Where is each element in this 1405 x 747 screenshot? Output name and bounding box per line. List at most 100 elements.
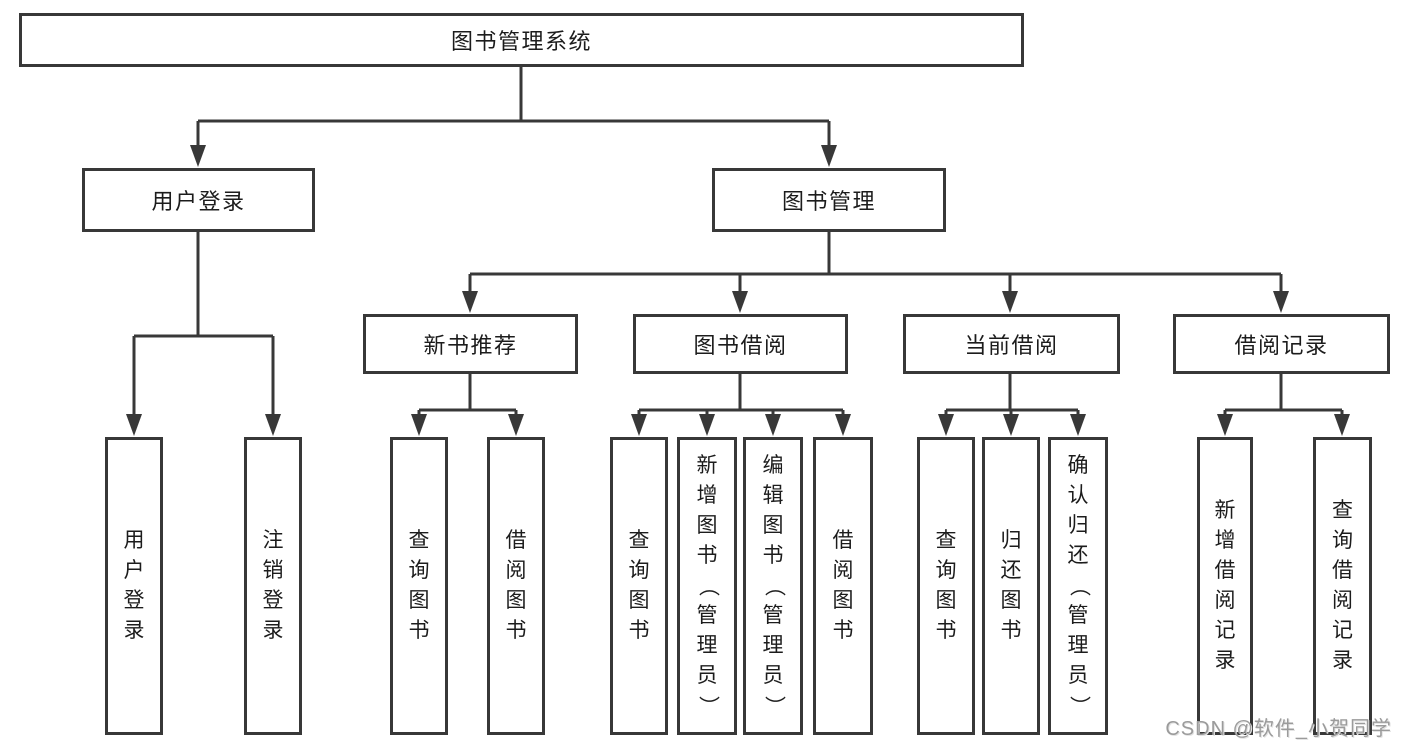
leaf-current-query-book: 查询图书 bbox=[917, 437, 975, 735]
leaf-recommend-query-book: 查询图书 bbox=[390, 437, 448, 735]
watermark: CSDN @软件_小贺同学 bbox=[1165, 718, 1392, 740]
vertical-char: 增 bbox=[696, 484, 718, 507]
vertical-char: 记 bbox=[1332, 619, 1353, 642]
node-label: 用户登录 bbox=[151, 189, 246, 214]
vertical-char: 理 bbox=[762, 634, 784, 657]
vertical-char: 阅 bbox=[1214, 589, 1236, 612]
arrow-icon bbox=[462, 291, 478, 313]
node-label: 归还图书 bbox=[985, 440, 1037, 732]
leaf-recommend-borrow-book: 借阅图书 bbox=[487, 437, 545, 735]
vertical-char: 编 bbox=[762, 454, 784, 477]
vertical-char: 书 bbox=[628, 619, 650, 642]
vertical-char: 图 bbox=[505, 589, 527, 612]
node-borrow-records: 借阅记录 bbox=[1173, 314, 1390, 374]
arrow-icon bbox=[821, 145, 837, 167]
node-label: 新增图书（管理员） bbox=[680, 440, 734, 732]
arrow-icon bbox=[765, 414, 781, 436]
arrow-icon bbox=[190, 145, 206, 167]
vertical-char: 图 bbox=[696, 514, 718, 537]
vertical-char: （ bbox=[696, 575, 719, 597]
leaf-borrow-query-book: 查询图书 bbox=[610, 437, 668, 735]
vertical-char: 书 bbox=[505, 619, 527, 642]
node-label: 图书借阅 bbox=[693, 333, 788, 358]
node-book-borrow: 图书借阅 bbox=[633, 314, 848, 374]
node-label: 确认归还（管理员） bbox=[1051, 440, 1105, 732]
arrow-icon bbox=[1003, 414, 1019, 436]
arrowheads bbox=[126, 145, 1350, 436]
vertical-char: 管 bbox=[696, 604, 718, 627]
node-label: 借阅图书 bbox=[490, 440, 542, 732]
arrow-icon bbox=[1002, 291, 1018, 313]
arrow-icon bbox=[732, 291, 748, 313]
leaf-logout: 注销登录 bbox=[244, 437, 302, 735]
arrow-icon bbox=[835, 414, 851, 436]
vertical-char: 管 bbox=[1067, 604, 1089, 627]
node-label: 查询借阅记录 bbox=[1316, 440, 1369, 732]
arrow-icon bbox=[265, 414, 281, 436]
vertical-char: 理 bbox=[1067, 634, 1089, 657]
vertical-char: 借 bbox=[1332, 559, 1353, 582]
node-new-book-recommend: 新书推荐 bbox=[363, 314, 578, 374]
node-label: 借阅记录 bbox=[1234, 333, 1329, 358]
vertical-char: ） bbox=[762, 695, 785, 717]
arrow-icon bbox=[508, 414, 524, 436]
vertical-char: ） bbox=[696, 695, 719, 717]
vertical-char: 员 bbox=[1067, 664, 1089, 687]
node-label: 图书管理系统 bbox=[450, 29, 592, 54]
vertical-char: 查 bbox=[628, 529, 650, 552]
vertical-char: 还 bbox=[1067, 544, 1089, 567]
vertical-char: 注 bbox=[262, 529, 284, 552]
vertical-char: 询 bbox=[408, 559, 430, 582]
vertical-char: 员 bbox=[762, 664, 784, 687]
vertical-char: 归 bbox=[1067, 514, 1089, 537]
node-label: 新增借阅记录 bbox=[1200, 440, 1250, 732]
vertical-char: 新 bbox=[1214, 499, 1236, 522]
arrow-icon bbox=[1217, 414, 1233, 436]
vertical-char: ） bbox=[1067, 695, 1090, 717]
node-label: 编辑图书（管理员） bbox=[746, 440, 800, 732]
vertical-char: 查 bbox=[935, 529, 957, 552]
arrow-icon bbox=[631, 414, 647, 436]
vertical-char: 图 bbox=[832, 589, 854, 612]
vertical-char: 图 bbox=[1000, 589, 1022, 612]
vertical-char: 书 bbox=[696, 544, 718, 567]
vertical-char: 认 bbox=[1067, 484, 1089, 507]
node-label: 图书管理 bbox=[781, 189, 876, 214]
leaf-borrow-borrow-book: 借阅图书 bbox=[813, 437, 873, 735]
vertical-char: 录 bbox=[123, 619, 145, 642]
node-label: 用户登录 bbox=[108, 440, 160, 732]
vertical-char: 书 bbox=[762, 544, 784, 567]
vertical-char: 书 bbox=[408, 619, 430, 642]
vertical-char: 阅 bbox=[832, 559, 854, 582]
vertical-char: （ bbox=[1067, 575, 1090, 597]
vertical-char: 询 bbox=[1332, 529, 1353, 552]
vertical-char: 阅 bbox=[505, 559, 527, 582]
vertical-char: 阅 bbox=[1332, 589, 1353, 612]
node-label: 查询图书 bbox=[920, 440, 972, 732]
vertical-char: 查 bbox=[408, 529, 430, 552]
leaf-user-login: 用户登录 bbox=[105, 437, 163, 735]
vertical-char: 还 bbox=[1000, 559, 1022, 582]
vertical-char: 用 bbox=[123, 529, 145, 552]
vertical-char: 图 bbox=[628, 589, 650, 612]
node-label: 新书推荐 bbox=[423, 333, 518, 358]
vertical-char: 图 bbox=[762, 514, 784, 537]
node-book-management: 图书管理 bbox=[712, 168, 946, 232]
arrow-icon bbox=[126, 414, 142, 436]
node-label: 查询图书 bbox=[393, 440, 445, 732]
vertical-char: 录 bbox=[1332, 649, 1353, 672]
node-label: 注销登录 bbox=[247, 440, 299, 732]
vertical-char: （ bbox=[762, 575, 785, 597]
vertical-char: 查 bbox=[1332, 499, 1353, 522]
vertical-char: 理 bbox=[696, 634, 718, 657]
arrow-icon bbox=[1334, 414, 1350, 436]
vertical-char: 辑 bbox=[762, 484, 784, 507]
leaf-borrow-add-book-admin: 新增图书（管理员） bbox=[677, 437, 737, 735]
vertical-char: 借 bbox=[505, 529, 527, 552]
vertical-char: 录 bbox=[262, 619, 284, 642]
arrow-icon bbox=[1070, 414, 1086, 436]
leaf-current-return-book: 归还图书 bbox=[982, 437, 1040, 735]
vertical-char: 图 bbox=[408, 589, 430, 612]
